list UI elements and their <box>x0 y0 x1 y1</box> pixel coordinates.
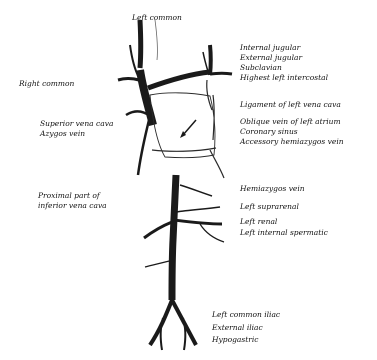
label-internal-jugular: Internal jugular <box>240 44 300 53</box>
label-ligament-left-vena-cava: Ligament of left vena cava <box>240 101 341 110</box>
label-left-common-iliac: Left common iliac <box>212 311 280 320</box>
label-coronary-sinus: Coronary sinus <box>240 128 298 137</box>
faint-tributary <box>155 20 157 60</box>
oblique-vein-arrow <box>183 120 196 135</box>
left-brachiocephalic-vessel <box>148 72 210 88</box>
label-right-common: Right common <box>19 80 74 89</box>
right-hypogastric-vessel <box>161 318 163 350</box>
accessory-hemiazygos-vessel <box>210 150 224 178</box>
label-accessory-hemiazygos: Accessory hemiazygos vein <box>240 138 344 147</box>
left-suprarenal-vessel <box>176 207 220 212</box>
inferior-vena-cava-vessel <box>172 175 176 300</box>
label-external-jugular: External jugular <box>240 54 302 63</box>
highest-intercostal-vessel <box>207 80 212 110</box>
label-oblique-vein-left-atrium: Oblique vein of left atrium <box>240 118 341 127</box>
label-proximal-part-ivc-2: inferior vena cava <box>38 202 107 211</box>
label-highest-left-intercostal: Highest left intercostal <box>240 74 328 83</box>
label-azygos-vein: Azygos vein <box>40 130 85 139</box>
left-renal-vessel <box>174 220 222 224</box>
left-internal-jugular-vessel <box>210 45 211 75</box>
label-left-suprarenal: Left suprarenal <box>240 203 299 212</box>
azygos-vessel <box>126 111 150 175</box>
label-hemiazygos-vein: Hemiazygos vein <box>240 185 305 194</box>
right-jugular-vessel <box>140 20 141 68</box>
left-subclavian-vessel <box>210 73 232 74</box>
label-external-iliac: External iliac <box>212 324 263 333</box>
label-proximal-part-ivc-1: Proximal part of <box>38 192 100 201</box>
right-subclavian-vessel <box>118 79 139 81</box>
right-renal-vessel <box>144 222 172 238</box>
label-subclavian: Subclavian <box>240 64 282 73</box>
label-left-internal-spermatic: Left internal spermatic <box>240 229 328 238</box>
left-internal-spermatic-vessel <box>200 224 224 242</box>
hemiazygos-vessel <box>180 185 212 196</box>
label-superior-vena-cava: Superior vena cava <box>40 120 113 129</box>
heart-outline <box>150 93 215 158</box>
label-left-renal: Left renal <box>240 218 277 227</box>
label-left-common-top: Left common <box>132 14 182 23</box>
label-hypogastric: Hypogastric <box>212 336 258 345</box>
left-hypogastric-vessel <box>183 318 185 350</box>
